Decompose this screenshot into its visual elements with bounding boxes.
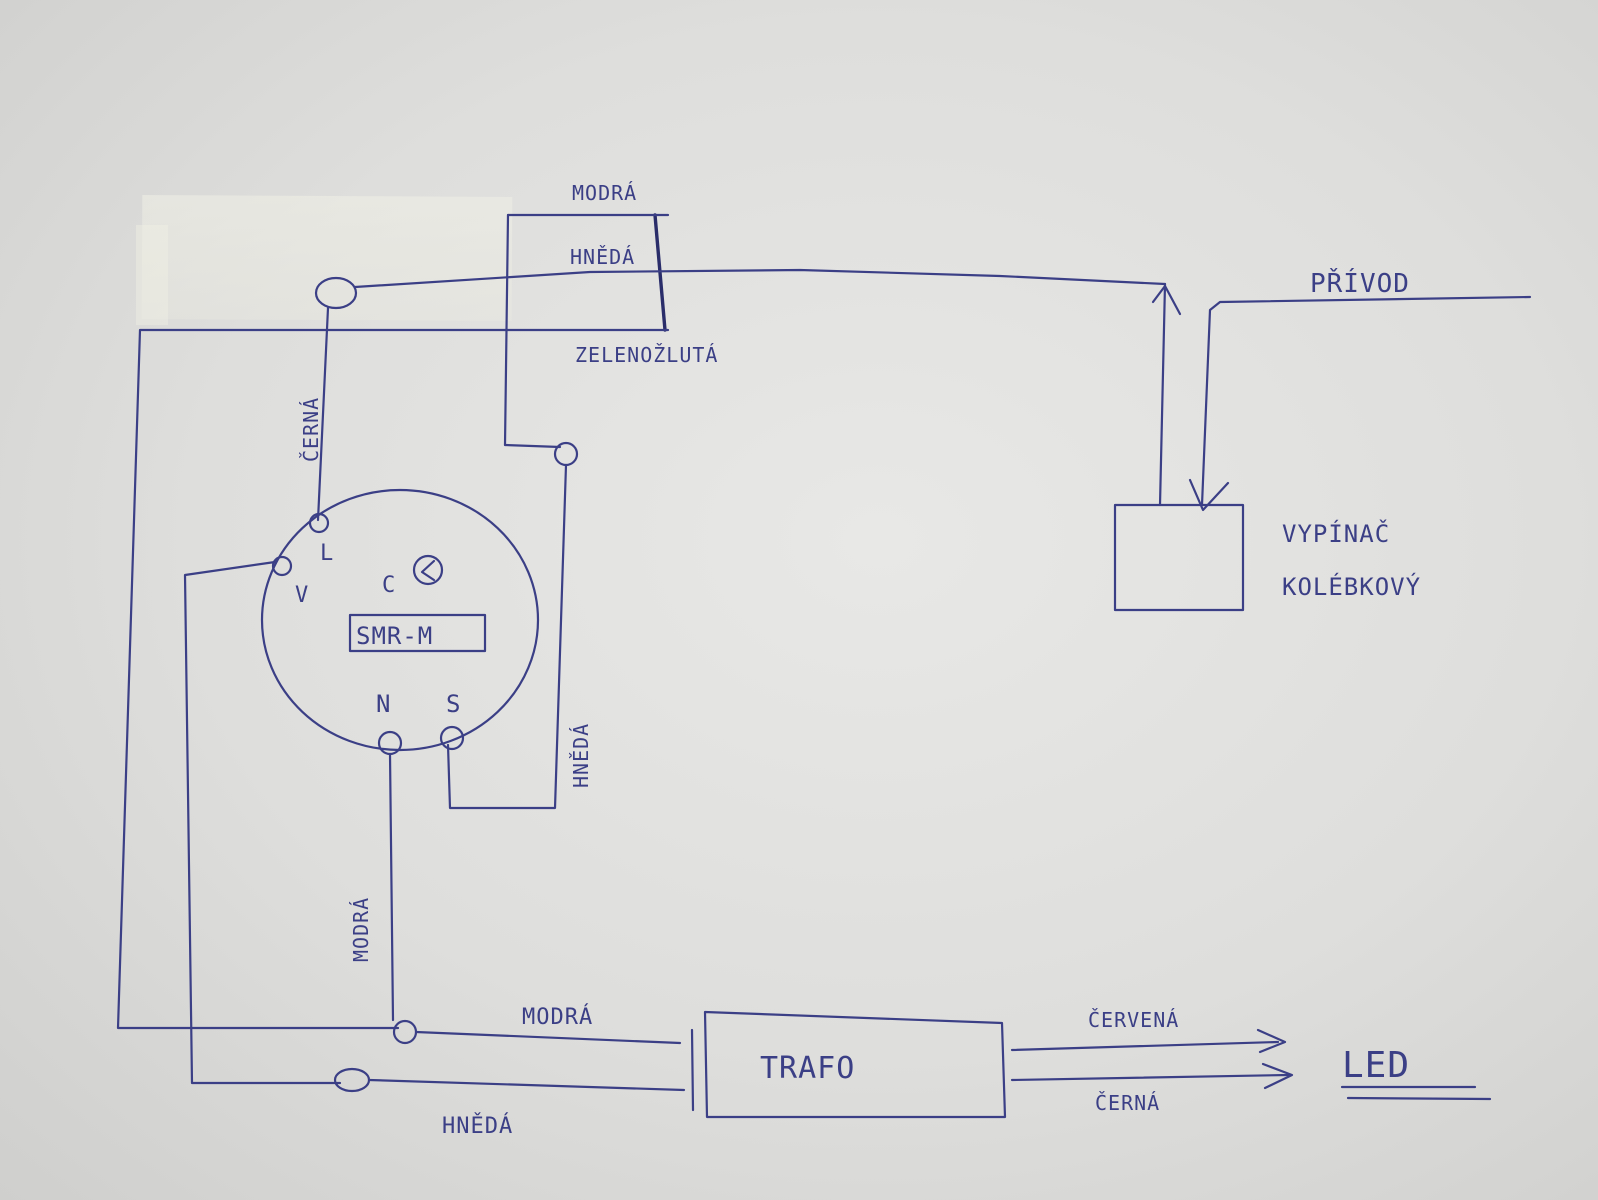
rocker-switch-box [1113,503,1245,612]
wire-bottom-brown [367,1078,686,1092]
wire-to-switch-left [1158,282,1167,507]
terminal-bottom-brown [333,1067,371,1093]
label-blue-vertical: MODRÁ [349,897,373,962]
label-out-black: ČERNÁ [1095,1091,1160,1115]
transformer-left-edge [690,1028,695,1112]
transformer-box [703,1010,1007,1119]
wire-to-brown-terminal [503,443,562,449]
label-switch-line2: KOLÉBKOVÝ [1282,572,1421,601]
masking-tape-side [136,225,168,325]
terminal-top-left [314,276,358,310]
wire-brown-to-S [446,463,568,810]
wire-top-left-drop [503,213,510,447]
wire-V-to-bottom [183,560,342,1085]
label-terminal-C: C [382,573,396,598]
wire-out-red [1010,1040,1280,1052]
led-underline-2 [1346,1096,1492,1101]
arrow-right-icon-2 [1261,1062,1294,1090]
label-switch-line1: VYPÍNAČ [1282,518,1390,548]
wire-blue-N [388,752,395,1022]
wire-out-black [1010,1073,1290,1082]
label-top-blue: MODRÁ [572,181,637,205]
label-terminal-V: V [295,583,309,608]
arrow-down-icon [1188,478,1230,512]
terminal-bar-line [653,213,667,332]
c-terminal-icon [412,554,444,586]
label-terminal-L: L [320,541,334,566]
label-out-red: ČERVENÁ [1088,1008,1179,1032]
label-top-brown: HNĚDÁ [570,245,635,269]
terminal-L [308,512,330,534]
terminal-bottom-blue [392,1019,418,1045]
label-module: SMR-M [356,622,433,650]
wire-left-loop [116,328,507,1030]
label-bottom-blue: MODRÁ [522,1004,593,1030]
c-terminal-arrow [420,559,436,582]
label-supply: PŘÍVOD [1310,267,1410,299]
arrow-right-icon [1256,1028,1287,1054]
terminal-S [439,725,465,751]
label-brown-vertical: HNĚDÁ [569,723,593,788]
wire-brown-supply [353,268,1167,289]
label-black-vertical: ČERNÁ [299,397,323,462]
label-led: LED [1342,1045,1410,1086]
label-terminal-S: S [446,690,461,718]
label-transformer: TRAFO [760,1051,855,1086]
label-bottom-brown: HNĚDÁ [442,1113,513,1139]
terminal-bar [503,213,670,447]
smr-m-module [260,488,540,752]
wire-supply-in [1200,295,1532,507]
wire-black [316,306,330,522]
arrow-up-icon [1151,284,1182,316]
terminal-V [271,555,293,577]
label-terminal-N: N [376,690,391,718]
module-label-box [348,613,487,653]
label-top-green-yellow: ZELENOŽLUTÁ [575,343,718,367]
wire-bottom-blue [414,1030,682,1045]
